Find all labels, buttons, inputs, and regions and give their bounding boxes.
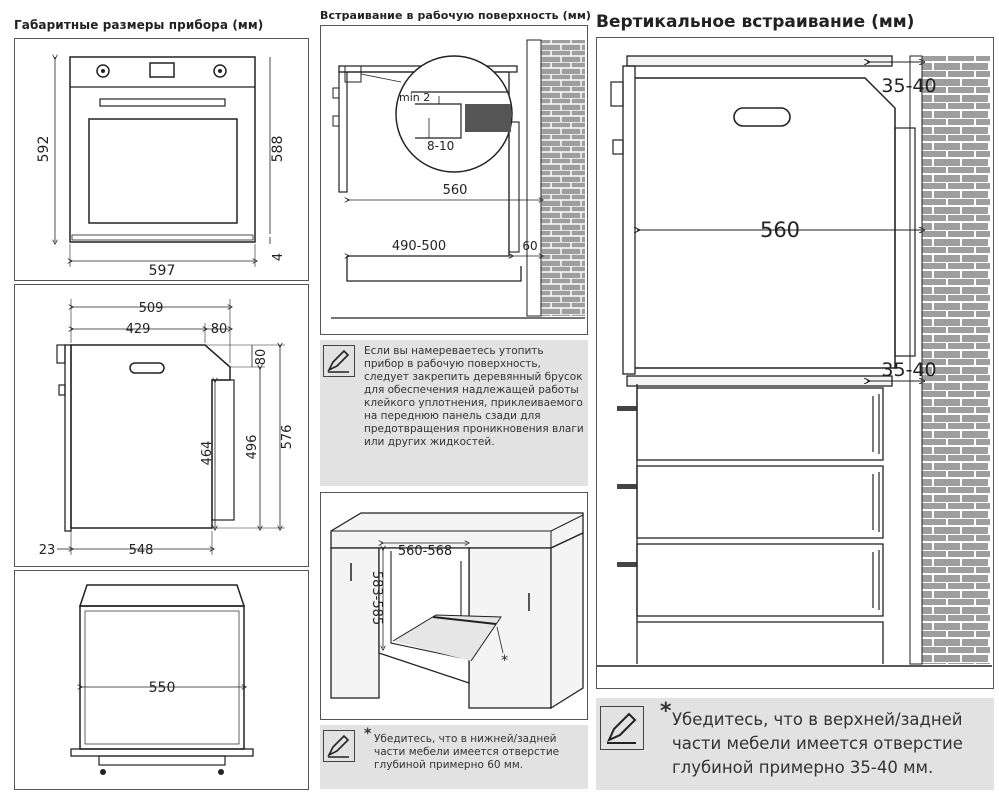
dims-title: Габаритные размеры прибора (мм) — [14, 18, 264, 32]
cabinet-note-text: Убедитесь, что в нижней/задней части меб… — [374, 733, 560, 771]
under-title: Встраивание в рабочую поверхность (мм) — [320, 9, 592, 22]
side-depth-bottom-label: 548 — [129, 543, 154, 558]
side-depth-total-label: 509 — [139, 301, 164, 316]
vertical-width-label: 560 — [760, 218, 800, 242]
under-w560-label: 560 — [443, 183, 468, 198]
side-h464-label: 464 — [200, 441, 215, 466]
side-view-panel: 509 429 80 80 464 496 576 23 548 — [14, 284, 309, 567]
pencil-icon — [600, 706, 644, 750]
vertical-top-label: 35-40 — [881, 75, 936, 97]
front-gap-label: 4 — [271, 253, 286, 261]
front-height-left-label: 592 — [36, 136, 52, 163]
front-height-right-label: 588 — [270, 136, 286, 163]
pencil-icon — [323, 730, 355, 762]
cabinet-note-star: * — [364, 726, 372, 742]
cabinet-note: * Убедитесь, что в нижней/задней части м… — [320, 725, 588, 789]
side-front-label: 23 — [39, 543, 56, 558]
under-min-label: min 2 — [399, 91, 430, 104]
under-gap-label: 8-10 — [427, 139, 454, 153]
under-note: Если вы намереваетесь утопить прибор в р… — [320, 340, 588, 486]
under-vent-label: 60 — [522, 239, 537, 253]
vertical-note-text: Убедитесь, что в верхней/задней части ме… — [672, 710, 963, 777]
under-view-panel: min 2 8-10 560 490-500 60 — [320, 25, 588, 335]
side-view-drawing: 509 429 80 80 464 496 576 23 548 — [39, 299, 295, 558]
top-view-panel: 550 — [14, 570, 309, 790]
vertical-note: * Убедитесь, что в верхней/задней части … — [596, 698, 994, 790]
top-view-drawing: 550 — [70, 584, 254, 775]
cabinet-height-label: 583-585 — [369, 571, 384, 625]
cabinet-width-label: 560-568 — [398, 544, 452, 559]
vertical-view-panel: 35-40 560 35-40 — [596, 37, 994, 689]
vertical-view-drawing: 35-40 560 35-40 — [597, 55, 992, 667]
under-view-drawing: min 2 8-10 560 490-500 60 — [331, 39, 585, 319]
vertical-mid-label: 35-40 — [881, 359, 936, 381]
front-view-drawing: 592 588 4 597 — [36, 39, 286, 279]
side-h496-label: 496 — [245, 435, 260, 460]
side-height-top-label: 80 — [254, 349, 269, 366]
cabinet-view-drawing: 560-568 583-585 * — [330, 512, 584, 710]
cabinet-star-label: * — [501, 653, 508, 669]
front-view-panel: 592 588 4 597 — [14, 38, 309, 281]
side-h576-label: 576 — [280, 425, 295, 450]
vertical-title: Вертикальное встраивание (мм) — [596, 12, 915, 32]
side-depth-top-label: 80 — [211, 322, 228, 337]
under-note-text: Если вы намереваетесь утопить прибор в р… — [364, 345, 584, 448]
cabinet-view-panel: 560-568 583-585 * — [320, 492, 588, 720]
vertical-note-star: * — [660, 699, 672, 724]
front-width-label: 597 — [149, 263, 176, 279]
top-width-label: 550 — [149, 680, 176, 696]
side-depth-body-label: 429 — [126, 322, 151, 337]
pencil-icon — [323, 345, 355, 377]
under-depth-label: 490-500 — [392, 239, 446, 254]
